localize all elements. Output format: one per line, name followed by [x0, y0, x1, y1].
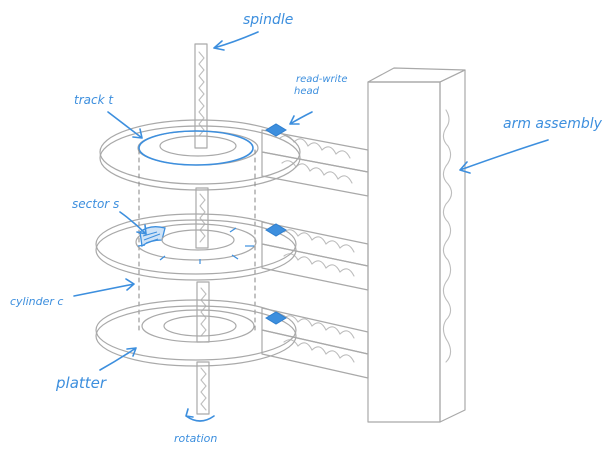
cylinder-label: cylinder c: [10, 295, 63, 308]
sector-arrow: [119, 211, 147, 235]
platter-arrow: [99, 347, 137, 371]
read-write-head-arrow: [289, 111, 313, 125]
arm-assembly-block: [367, 67, 466, 423]
arm-bottom: [261, 307, 369, 379]
arm-top: [261, 129, 369, 197]
platter-top: [99, 119, 301, 191]
head-icon: [265, 123, 287, 137]
read-write-head-label-line2: head: [294, 86, 320, 97]
track-arrow: [107, 111, 143, 139]
cylinder-outline: [138, 149, 256, 331]
rotation-icon: [185, 408, 215, 422]
arm-assembly-label: arm assembly: [503, 116, 603, 132]
arm-middle: [261, 221, 369, 291]
spindle-arrow: [213, 31, 259, 51]
spindle-top: [194, 43, 208, 149]
spindle-label: spindle: [243, 12, 293, 28]
spindle-middle: [195, 187, 209, 249]
sector-label: sector s: [72, 197, 119, 211]
cylinder-arrow: [73, 278, 135, 297]
platter-label: platter: [55, 374, 107, 392]
head-icon: [265, 223, 287, 237]
head-icon: [265, 311, 287, 325]
spindle-bottom: [196, 361, 210, 415]
platter-bottom: [95, 299, 297, 367]
track-label: track t: [74, 93, 114, 107]
arm-assembly-arrow: [459, 139, 549, 174]
read-write-head-label: read-write: [296, 74, 348, 85]
track-ring: [138, 130, 254, 166]
rotation-label: rotation: [174, 432, 217, 445]
spindle-lower: [196, 281, 210, 343]
